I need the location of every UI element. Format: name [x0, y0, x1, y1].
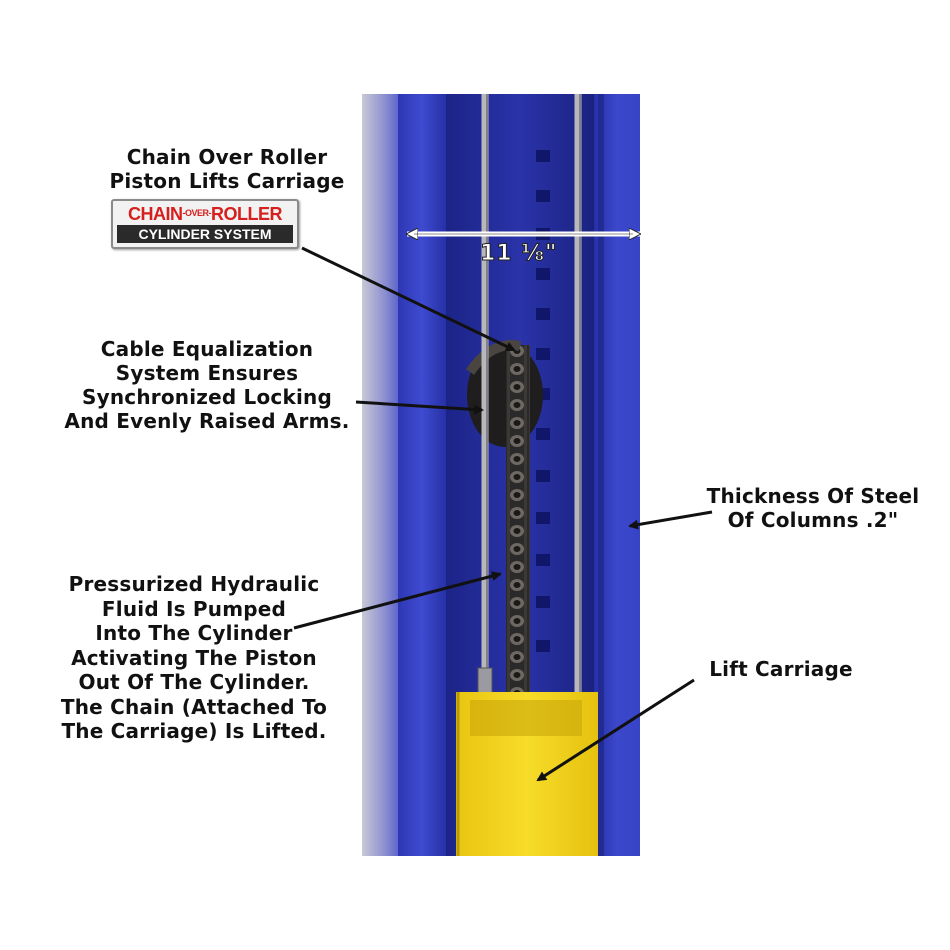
logo-text-roller: ROLLER [211, 204, 283, 224]
thickness-label: Thickness Of Steel Of Columns .2" [696, 484, 930, 532]
column-edge [598, 94, 604, 856]
chain-over-roller-logo: CHAIN-OVER-ROLLER CYLINDER SYSTEM [111, 199, 299, 249]
label-line: Pressurized Hydraulic [68, 572, 320, 596]
thickness-callout-arrow [628, 510, 713, 530]
width-dimension-label: 11 ⅛" [480, 241, 558, 267]
label-line: Out Of The Cylinder. [78, 670, 310, 694]
lift-carriage-inner [470, 700, 582, 736]
label-line: The Chain (Attached To [60, 694, 328, 719]
label-line: Chain Over Roller [126, 145, 328, 169]
hydraulic-callout-arrow [293, 571, 502, 630]
chain-callout-arrow [301, 246, 516, 352]
carriage-callout-arrow [536, 678, 695, 782]
chain-over-roller-label: Chain Over Roller Piston Lifts Carriage [104, 145, 350, 193]
cable-callout-arrow [355, 400, 484, 415]
label-line: Activating The Piston [71, 645, 317, 670]
label-line: Lift Carriage [709, 657, 853, 681]
label-line: Synchronized Locking [81, 385, 332, 409]
cable-equalization-label: Cable Equalization System Ensures Synchr… [48, 337, 366, 433]
label-line: Cable Equalization [100, 337, 314, 361]
logo-text-chain: CHAIN [128, 204, 183, 224]
lift-chain [506, 345, 530, 735]
logo-text-over: -OVER- [182, 208, 212, 219]
column-side-panel [362, 94, 400, 856]
label-line: Piston Lifts Carriage [109, 169, 345, 193]
label-line: And Evenly Raised Arms. [64, 409, 350, 433]
column-left-flange [398, 94, 446, 856]
label-line: Thickness Of Steel [706, 484, 920, 508]
label-line: System Ensures [115, 361, 299, 385]
hydraulic-label: Pressurized Hydraulic Fluid Is Pumped In… [44, 572, 344, 744]
label-line: Fluid Is Pumped [101, 596, 287, 621]
label-line: Of Columns .2" [727, 508, 899, 532]
label-line: The Carriage) Is Lifted. [61, 719, 327, 743]
logo-text-cylinder-system: CYLINDER SYSTEM [117, 225, 293, 243]
lift-carriage-label: Lift Carriage [696, 657, 866, 681]
label-line: Into The Cylinder [95, 621, 293, 645]
